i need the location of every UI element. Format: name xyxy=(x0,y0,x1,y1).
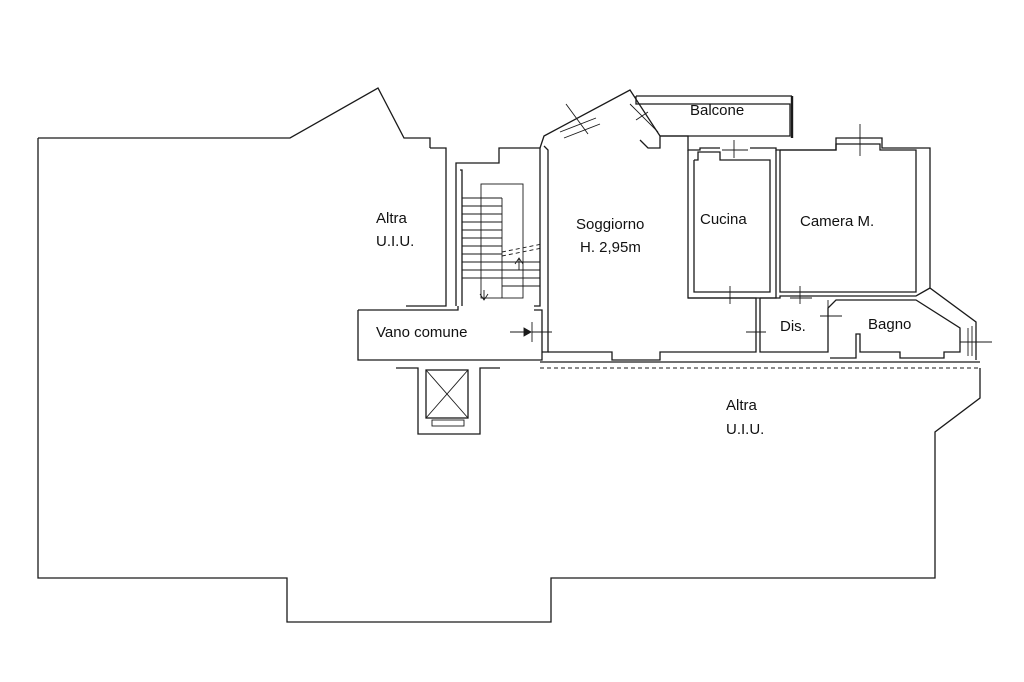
label-balcone: Balcone xyxy=(690,102,745,119)
label-altra-bottom-line2: U.I.U. xyxy=(726,421,765,438)
left-unit-wall xyxy=(406,147,447,307)
label-dis: Dis. xyxy=(780,318,806,335)
label-vano-comune: Vano comune xyxy=(376,324,468,341)
cucina-window xyxy=(722,140,748,158)
elevator-shaft xyxy=(396,367,500,435)
label-camera: Camera M. xyxy=(800,213,875,230)
camera-walls xyxy=(779,143,917,293)
label-soggiorno-line2: H. 2,95m xyxy=(580,239,641,256)
cucina-door xyxy=(716,286,744,304)
balcone-outline xyxy=(635,96,791,137)
label-cucina: Cucina xyxy=(700,211,747,228)
angled-wall-windows xyxy=(559,103,659,139)
label-altra-left-line2: U.I.U. xyxy=(376,233,415,250)
label-bagno: Bagno xyxy=(868,316,912,333)
label-soggiorno-line1: Soggiorno xyxy=(576,216,645,233)
camera-window xyxy=(840,124,880,156)
label-altra-left-line1: Altra xyxy=(376,210,407,227)
vano-comune-walls xyxy=(357,306,543,361)
stairwell xyxy=(455,147,543,307)
vano-comune-door-marker xyxy=(510,322,552,342)
bagno-window xyxy=(960,326,992,356)
dis-door-markers xyxy=(746,286,842,342)
building-outline xyxy=(37,87,981,623)
label-altra-bottom-line1: Altra xyxy=(726,397,757,414)
